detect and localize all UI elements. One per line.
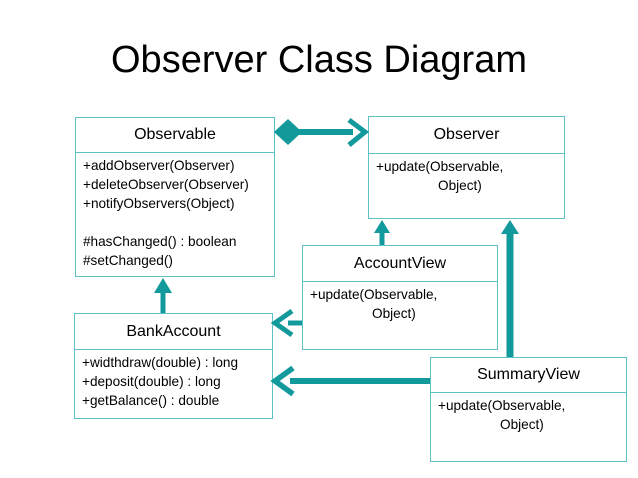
connector-observable-observer (274, 118, 370, 147)
class-member (83, 213, 267, 232)
solid-arrowhead-up-icon (154, 278, 172, 293)
class-members-bankaccount: +widthdraw(double) : long +deposit(doubl… (75, 350, 272, 413)
class-box-observer: Observer +update(Observable, Object) (368, 116, 565, 219)
class-member: +deleteObserver(Observer) (83, 177, 249, 192)
class-member: +deposit(double) : long (82, 374, 221, 389)
class-title-observable: Observable (76, 118, 274, 153)
class-member: Object) (500, 417, 544, 432)
class-box-accountview: AccountView +update(Observable, Object) (302, 245, 498, 350)
class-member: +notifyObservers(Object) (83, 196, 235, 211)
class-box-bankaccount: BankAccount +widthdraw(double) : long +d… (74, 313, 273, 419)
solid-arrowhead-up-icon (501, 220, 519, 234)
open-arrowhead-left-icon (270, 365, 295, 397)
class-members-summaryview: +update(Observable, Object) (431, 393, 626, 437)
class-member: +widthdraw(double) : long (82, 355, 239, 370)
class-member: Object) (372, 306, 416, 321)
class-member: +addObserver(Observer) (83, 158, 235, 173)
class-member: +update(Observable, (310, 287, 438, 302)
connector-accountview-observer (374, 220, 390, 245)
solid-arrowhead-up-icon (374, 220, 390, 233)
open-arrowhead-right-icon (347, 118, 370, 147)
class-box-observable: Observable +addObserver(Observer) +delet… (75, 117, 275, 277)
class-members-observable: +addObserver(Observer) +deleteObserver(O… (76, 153, 274, 273)
connector-summaryview-observer (501, 220, 519, 357)
class-member: #setChanged() (83, 253, 173, 268)
connector-accountview-bankaccount (270, 308, 302, 338)
class-box-summaryview: SummaryView +update(Observable, Object) (430, 357, 627, 462)
connector-bankaccount-observable (154, 278, 172, 313)
connector-summaryview-bankaccount (270, 365, 430, 397)
aggregation-diamond-icon (274, 119, 302, 145)
class-member: Object) (438, 178, 482, 193)
class-member: +update(Observable, (376, 159, 504, 174)
class-members-accountview: +update(Observable, Object) (303, 282, 497, 326)
class-members-observer: +update(Observable, Object) (369, 154, 564, 198)
class-member: +update(Observable, (438, 398, 566, 413)
open-arrowhead-left-icon (270, 308, 294, 338)
class-member: +getBalance() : double (82, 393, 220, 408)
class-title-accountview: AccountView (303, 246, 497, 282)
class-title-observer: Observer (369, 117, 564, 154)
class-title-bankaccount: BankAccount (75, 314, 272, 350)
page-title: Observer Class Diagram (111, 39, 527, 81)
class-title-summaryview: SummaryView (431, 358, 626, 393)
class-member: #hasChanged() : boolean (83, 234, 237, 249)
